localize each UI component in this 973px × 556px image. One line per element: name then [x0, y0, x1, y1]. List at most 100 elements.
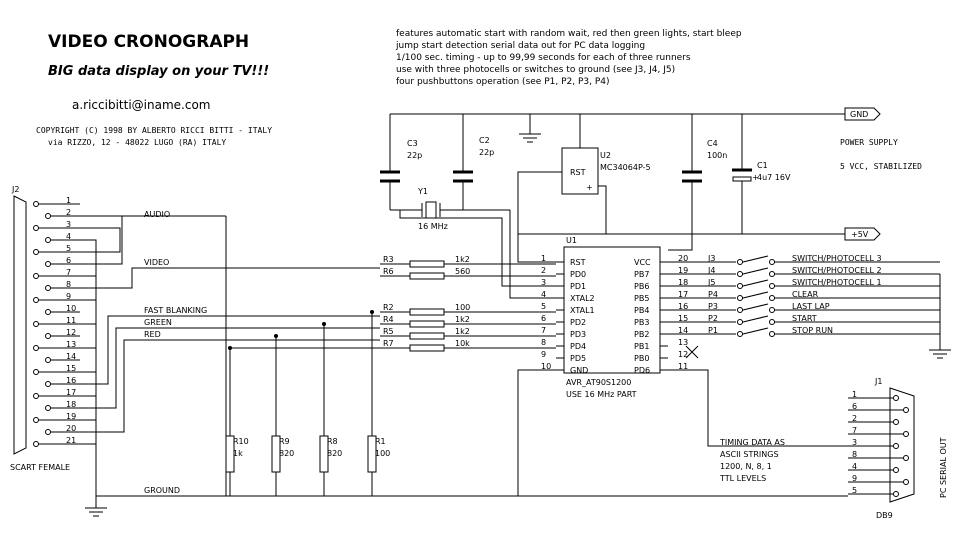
- input-label: LAST LAP: [792, 302, 830, 311]
- u2-ref: U2: [600, 151, 611, 160]
- mcu-gnd-wire: [517, 369, 556, 496]
- diagram-title: VIDEO CRONOGRAPH: [48, 32, 249, 52]
- feature-line: four pushbuttons operation (see P1, P2, …: [396, 77, 609, 87]
- db9-pin: 2: [848, 414, 899, 425]
- signal-ground: GROUND: [144, 486, 180, 495]
- mcu-pin-number: 1: [541, 254, 546, 263]
- mcu-pin-name: PD4: [570, 342, 586, 351]
- mcu-ref: U1: [566, 236, 577, 245]
- scart-pin-number: 14: [66, 352, 76, 361]
- mcu-pin-number: 6: [541, 314, 546, 323]
- resistor-value: 1k2: [455, 327, 470, 336]
- mcu-pin-name: XTAL2: [570, 294, 595, 303]
- scart-pin: 18: [45, 400, 80, 411]
- mcu-pin-number: 15: [678, 314, 688, 323]
- db9-pin: 6: [848, 402, 909, 413]
- c4-ref: C4: [707, 139, 718, 148]
- resistor-ref: R1: [375, 437, 386, 446]
- db9-pin-number: 3: [852, 438, 857, 447]
- mcu-pin-number: 13: [678, 338, 688, 347]
- mcu-pin-left: 6 PD2: [541, 314, 586, 327]
- mcu-pin-number: 4: [541, 290, 546, 299]
- series-resistor: R5 1k2: [380, 327, 556, 340]
- reset-chip-u2: RST + U2 MC34064P-5: [517, 114, 651, 263]
- db9-pin-number: 1: [852, 390, 857, 399]
- gnd-rail-label: GND: [850, 110, 868, 119]
- mcu-note: USE 16 MHz PART: [566, 390, 637, 399]
- db9-pin-number: 7: [852, 426, 857, 435]
- y1-ref: Y1: [417, 187, 428, 196]
- resistor-value: 820: [279, 449, 294, 458]
- db9-pin: 9: [848, 474, 909, 485]
- scart-pin: 14: [45, 352, 80, 363]
- power-supply-title: POWER SUPPLY: [840, 138, 898, 147]
- scart-pin-number: 13: [66, 340, 76, 349]
- mcu-pin-name: PB5: [634, 294, 649, 303]
- mcu-pin-right: 12 PB0: [634, 350, 688, 363]
- db9-pin-number: 5: [852, 486, 857, 495]
- scart-pin-number: 1: [66, 196, 71, 205]
- resistor-value: 820: [327, 449, 342, 458]
- u2-part: MC34064P-5: [600, 163, 651, 172]
- db9-pin-number: 2: [852, 414, 857, 423]
- resistor-ref: R2: [383, 303, 394, 312]
- timing-note: TTL LEVELS: [719, 474, 766, 483]
- c1-value: 4u7 16V: [757, 173, 791, 182]
- mcu-pin-name: XTAL1: [570, 306, 595, 315]
- scart-ground-ties: [80, 251, 96, 445]
- mcu-pin-name: PB2: [634, 330, 649, 339]
- mcu-right-pins: 20VCC19PB718PB617PB516PB415PB314PB213PB1…: [634, 254, 688, 375]
- u2-rst: RST: [570, 168, 586, 177]
- address-line: via RIZZO, 12 - 48022 LUGO (RA) ITALY: [48, 138, 226, 147]
- resistor-value: 560: [455, 267, 470, 276]
- mcu-pin-name: PD2: [570, 318, 586, 327]
- resistor-ref: R7: [383, 339, 394, 348]
- db9-pin: 4: [848, 462, 899, 473]
- resistor-value: 1k2: [455, 315, 470, 324]
- mcu-pin-right: 17 PB5: [634, 290, 688, 303]
- scart-pin-number: 5: [66, 244, 71, 253]
- series-resistor: R6 560: [380, 267, 556, 280]
- input-ref: P2: [708, 314, 718, 323]
- mcu-pin-number: 7: [541, 326, 546, 335]
- c4-value: 100n: [707, 151, 727, 160]
- scart-pin-number: 20: [66, 424, 76, 433]
- scart-pin-number: 18: [66, 400, 76, 409]
- input-label: STOP RUN: [792, 326, 833, 335]
- red-wire: [80, 339, 380, 433]
- scart-pin: 2: [45, 208, 80, 219]
- input-ref: P4: [708, 290, 718, 299]
- y1-value: 16 MHz: [418, 222, 448, 231]
- mcu-pin-number: 12: [678, 350, 688, 359]
- vcc-rail-label: +5V: [851, 230, 869, 239]
- scart-pin: 7: [33, 268, 80, 279]
- feature-line: use with three photocells or switches to…: [396, 65, 675, 75]
- ground-symbol: [519, 114, 541, 143]
- input-ref: J3: [707, 254, 715, 263]
- input-ref: P3: [708, 302, 718, 311]
- scart-pin: 15: [33, 364, 80, 375]
- mcu-pin-number: 17: [678, 290, 688, 299]
- fast-blanking-wire: [80, 315, 380, 385]
- scart-pin-number: 15: [66, 364, 76, 373]
- resistor-ref: R9: [279, 437, 290, 446]
- scart-body: [13, 195, 27, 455]
- resistor-ref: R4: [383, 315, 394, 324]
- mcu-pin-name: PB0: [634, 354, 649, 363]
- resistor-ref: R5: [383, 327, 394, 336]
- timing-note: ASCII STRINGS: [720, 450, 779, 459]
- resistor-ref: R6: [383, 267, 394, 276]
